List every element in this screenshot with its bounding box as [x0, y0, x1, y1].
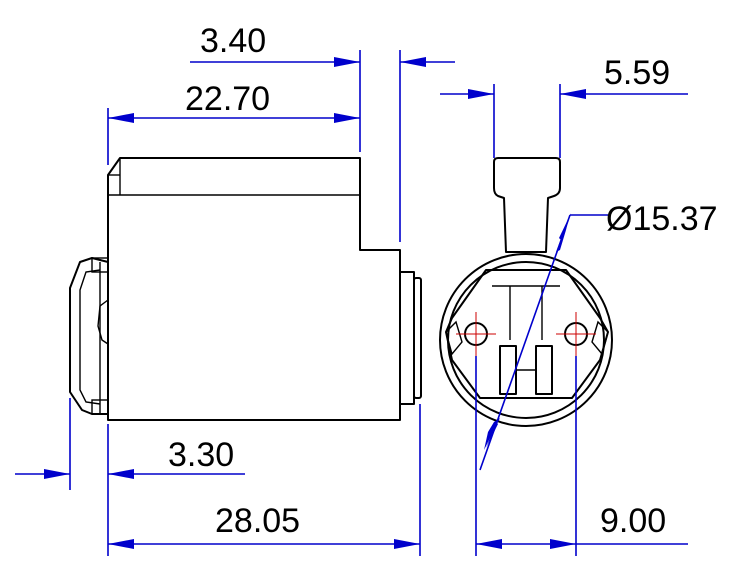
end-view: [439, 157, 613, 427]
dim-text-key-width: 5.59: [604, 54, 670, 92]
housing-outline: [107, 157, 401, 421]
front-face: [69, 257, 109, 415]
front-lip-top: [91, 257, 109, 273]
front-face-inner: [79, 269, 101, 405]
keyway: [499, 345, 553, 395]
keyway-notch: [97, 299, 109, 345]
dim-text-body-length: 22.70: [185, 80, 270, 118]
front-lip-bottom: [91, 399, 109, 415]
rear-collar-rim: [413, 277, 422, 399]
dim-pin-spacing: 9.00: [475, 356, 688, 556]
side-lug-right: [591, 320, 609, 356]
dim-text-overall-length: 28.05: [215, 502, 300, 540]
dim-key-width: 5.59: [440, 54, 688, 158]
side-lug-left: [445, 320, 463, 356]
rear-collar: [399, 271, 415, 405]
dim-text-flange-offset: 3.40: [200, 22, 266, 60]
dim-flange-offset: 3.40: [190, 22, 455, 242]
side-view: [69, 157, 422, 421]
core-plug: [445, 269, 609, 399]
dim-text-pin-spacing: 9.00: [600, 502, 666, 540]
dim-diameter: Ø15.37: [479, 200, 718, 471]
key-tab: [493, 157, 561, 253]
outer-ring: [439, 253, 613, 427]
dim-text-tailpiece: 3.30: [168, 436, 234, 474]
dim-text-diameter: Ø15.37: [606, 200, 718, 238]
dim-overall-length: 28.05: [108, 404, 421, 556]
dim-tailpiece: 3.30: [15, 398, 245, 556]
dim-body-length: 22.70: [107, 80, 360, 165]
